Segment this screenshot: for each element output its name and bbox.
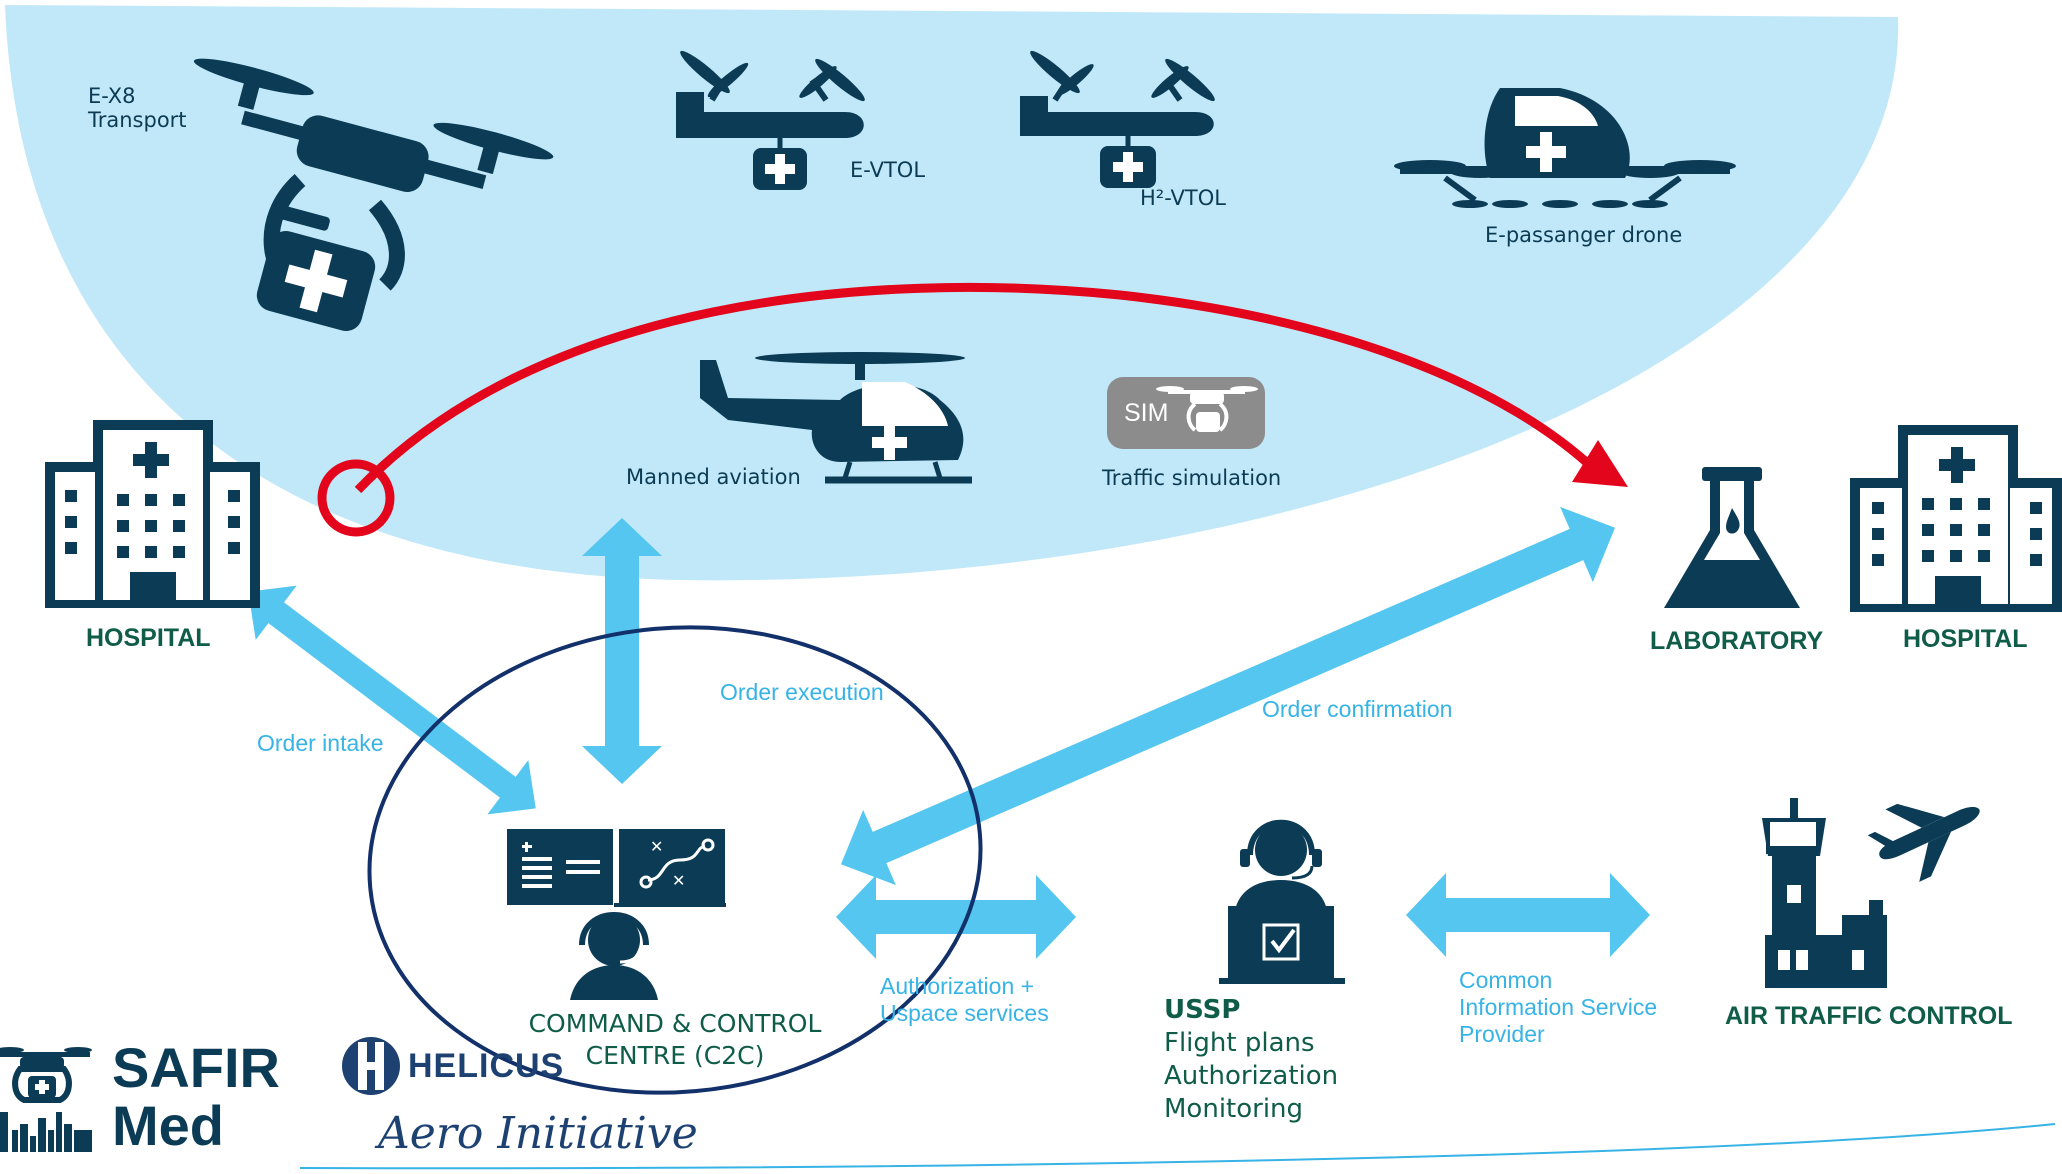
traffic-simulation-badge — [1107, 377, 1265, 449]
authorization-label-line1: Authorization + — [880, 973, 1035, 999]
airplane-icon — [1867, 803, 1980, 882]
traffic-simulation-label: Traffic simulation — [1102, 466, 1282, 490]
authorization-label: Authorization + Uspace services — [880, 973, 1049, 1027]
ussp-operator-icon — [1219, 819, 1345, 984]
evtol-label: E-VTOL — [850, 158, 926, 182]
ussp-title: USSP — [1164, 995, 1241, 1025]
cis-label-line2: Information Service — [1459, 994, 1658, 1020]
authorization-arrow — [836, 875, 1076, 959]
ex8-label-line2: Transport — [88, 108, 187, 132]
sim-badge-label: SIM — [1124, 399, 1169, 427]
ex8-label-line1: E-X8 — [88, 84, 136, 108]
order-execution-label: Order execution — [720, 679, 884, 705]
cis-arrow — [1406, 873, 1650, 957]
cis-label-line1: Common — [1459, 967, 1553, 993]
atc-tower-icon — [1762, 798, 1887, 988]
cis-label-line3: Provider — [1459, 1021, 1545, 1047]
footer-line — [299, 1123, 2056, 1170]
safir-med-logo: SAFIR Med — [112, 1039, 280, 1155]
c2c-label-line2: CENTRE (C2C) — [585, 1041, 765, 1070]
ussp-item-authorization: Authorization — [1164, 1061, 1339, 1091]
hospital-left-label: HOSPITAL — [86, 624, 211, 652]
atc-label: AIR TRAFFIC CONTROL — [1725, 1002, 2013, 1030]
ex8-label: E-X8 Transport — [88, 84, 187, 132]
city-skyline-icon — [0, 1112, 92, 1152]
manned-aviation-label: Manned aviation — [626, 465, 801, 489]
safir-logo-line1: SAFIR — [112, 1036, 280, 1099]
c2c-label: COMMAND & CONTROL CENTRE (C2C) — [520, 1008, 830, 1072]
safir-logo-line2: Med — [112, 1094, 224, 1157]
c2c-label-line1: COMMAND & CONTROL — [528, 1009, 822, 1038]
cis-label: Common Information Service Provider — [1459, 967, 1657, 1048]
order-confirmation-arrow — [841, 506, 1615, 886]
ussp-item-monitoring: Monitoring — [1164, 1094, 1304, 1124]
aero-initiative-logo-text: Aero Initiative — [378, 1108, 698, 1159]
authorization-label-line2: Uspace services — [880, 1000, 1049, 1026]
order-intake-arrow — [248, 585, 536, 815]
order-confirmation-label: Order confirmation — [1262, 696, 1453, 722]
svg-text:✕: ✕ — [650, 837, 663, 856]
airspace-region — [5, 5, 1899, 581]
origin-marker — [317, 459, 395, 537]
c2c-highlight-ellipse — [367, 625, 983, 1095]
h2vtol-label: H²-VTOL — [1140, 186, 1226, 210]
h2vtol-icon — [1020, 50, 1215, 188]
helicus-logo-text: HELICUS — [408, 1047, 565, 1085]
flight-path — [317, 282, 1628, 537]
safir-drone-logo-icon — [0, 1047, 92, 1103]
helicus-logo-icon — [342, 1037, 400, 1095]
hospital-left-icon — [45, 420, 260, 608]
c2c-dashboard-icon: ✕ ✕ — [507, 829, 726, 907]
epassenger-label: E-passanger drone — [1485, 223, 1683, 247]
order-execution-arrow — [582, 518, 662, 784]
ussp-item-flight-plans: Flight plans — [1164, 1028, 1315, 1058]
svg-text:✕: ✕ — [672, 871, 685, 890]
order-intake-label: Order intake — [257, 730, 384, 756]
c2c-operator-icon — [570, 912, 658, 1000]
ussp-label: USSP Flight plans Authorization Monitori… — [1164, 994, 1338, 1126]
hospital-right-label: HOSPITAL — [1903, 625, 2028, 653]
hospital-right-icon — [1850, 425, 2062, 612]
laboratory-label: LABORATORY — [1650, 627, 1824, 655]
laboratory-flask-icon — [1664, 467, 1800, 608]
